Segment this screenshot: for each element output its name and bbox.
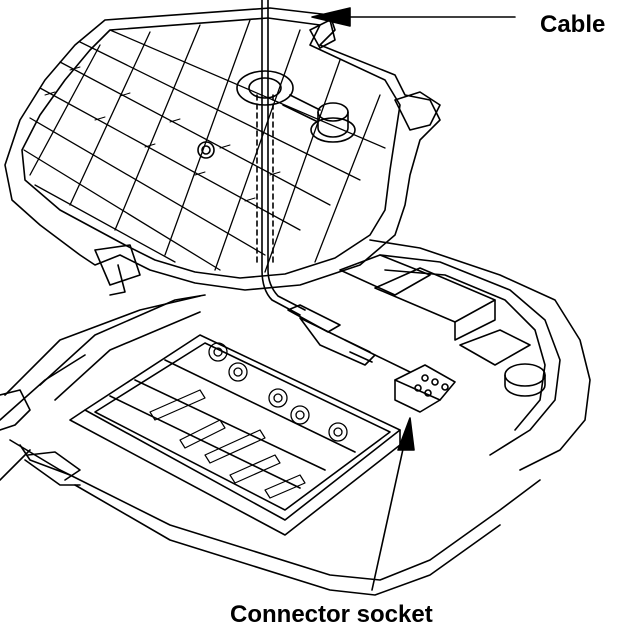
battery-contacts	[208, 342, 348, 442]
lid-knob	[310, 102, 356, 143]
connector-socket-leader	[371, 417, 415, 591]
connector-socket	[394, 364, 456, 413]
cable-label: Cable	[540, 11, 606, 38]
base-housing	[0, 239, 591, 596]
battery-markings	[149, 389, 306, 499]
connector-socket-label: Connector socket	[230, 601, 433, 628]
cable-arrow	[311, 7, 516, 27]
lid-grid	[23, 19, 386, 273]
connector-plug	[287, 304, 411, 373]
battery-compartment	[69, 334, 401, 536]
base-knob	[504, 363, 546, 387]
base-right-parts	[339, 254, 546, 397]
cable-grommet	[236, 70, 321, 123]
cable	[256, 0, 306, 316]
lid-hole	[197, 141, 215, 159]
lid-tray	[4, 7, 441, 296]
